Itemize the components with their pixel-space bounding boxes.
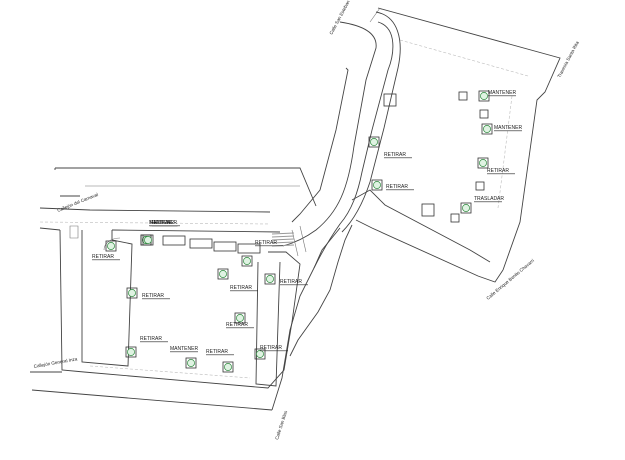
street-labels: Calle San Esteban Travesía Santa Rita Ca… xyxy=(33,0,580,440)
tree-action-label: RETIRAR xyxy=(386,184,408,190)
tree-action-label: RETIRAR xyxy=(206,349,228,355)
tree-action-label: RETIRAR xyxy=(140,336,162,342)
tree-pit xyxy=(481,123,493,135)
tree-marker-t4: RETIRAR xyxy=(371,179,414,191)
tree-icon xyxy=(256,350,264,358)
tree-action-label: RETIRAR xyxy=(260,345,282,351)
tree-action-label: MANTENER xyxy=(170,346,198,352)
tree-icon xyxy=(370,138,378,146)
tree-action-label: RETIRAR xyxy=(384,152,406,158)
tree-action-label: MANTENER xyxy=(494,125,522,131)
tree-pit xyxy=(217,268,229,280)
tree-action-label: TRASLADAR xyxy=(474,196,504,202)
tree-icon xyxy=(266,275,274,283)
tree-marker-t14: RETIRAR xyxy=(226,312,254,329)
label-callejon-general-inza: Callejón General Inza xyxy=(33,356,78,369)
main-road xyxy=(271,11,401,411)
tree-action-label: RETIRAR xyxy=(152,220,174,226)
tree-icon xyxy=(127,348,135,356)
tree-pit xyxy=(371,179,383,191)
tree-marker-t2: MANTENER xyxy=(481,123,522,135)
tree-marker-t17: RETIRAR xyxy=(206,349,234,373)
tree-pit xyxy=(125,346,137,358)
tree-marker-t15: RETIRAR xyxy=(125,336,168,358)
tree-action-label: RETIRAR xyxy=(255,240,277,246)
tree-action-label: MANTENER xyxy=(149,220,177,226)
tree-action-label: RETIRAR xyxy=(487,168,509,174)
tree-icon xyxy=(128,289,136,297)
tree-pit xyxy=(477,157,489,169)
tree-marker-t6: RETIRAR xyxy=(477,157,515,175)
upper-plaza xyxy=(351,7,561,283)
tree-marker-t16: MANTENER xyxy=(170,346,198,369)
tree-pit xyxy=(185,357,197,369)
tree-action-label: RETIRAR xyxy=(230,285,252,291)
bench-rectangles xyxy=(162,235,261,254)
tree-icon xyxy=(462,204,470,212)
tree-pit xyxy=(264,273,276,285)
tree-pit xyxy=(234,312,246,324)
label-calle-enrique-benito-chavarri: Calle Enrique Benito Chavarri xyxy=(485,258,535,301)
label-calle-san-blas: Calle San Blas xyxy=(274,409,288,440)
tree-icon xyxy=(107,242,115,250)
tree-icon xyxy=(236,314,244,322)
empty-pits xyxy=(383,91,489,223)
tree-marker-t1: MANTENER xyxy=(478,90,516,102)
tree-marker-t11: RETIRAR xyxy=(217,268,258,292)
tree-action-label: RETIRAR xyxy=(142,293,164,299)
tree-marker-t13: RETIRAR xyxy=(126,287,170,300)
tree-action-label: RETIRAR xyxy=(280,279,302,285)
tree-markers: MANTENERMANTENERRETIRARRETIRARTRASLADARR… xyxy=(92,90,522,373)
tree-pit xyxy=(126,287,138,299)
tree-pit xyxy=(222,361,234,373)
tree-icon xyxy=(479,159,487,167)
tree-pit xyxy=(368,136,380,148)
tree-marker-t5: TRASLADAR xyxy=(460,196,504,214)
lower-block xyxy=(30,225,301,411)
tree-icon xyxy=(219,270,227,278)
tree-action-label: RETIRAR xyxy=(226,322,248,328)
tree-marker-t18: RETIRAR xyxy=(254,345,288,360)
tree-icon xyxy=(144,236,152,244)
tree-icon xyxy=(187,359,195,367)
label-calle-san-esteban: Calle San Esteban xyxy=(328,0,350,35)
tree-pit xyxy=(241,255,253,267)
tree-icon xyxy=(224,363,232,371)
tree-pit xyxy=(460,202,472,214)
left-street xyxy=(39,167,317,225)
tree-marker-t19: RETIRAR xyxy=(142,220,178,246)
tree-marker-t9: RETIRAR xyxy=(92,240,120,261)
tree-pit xyxy=(254,348,266,360)
tree-action-label: RETIRAR xyxy=(92,254,114,260)
tree-marker-t10: RETIRAR xyxy=(241,240,283,267)
tree-icon xyxy=(483,125,491,133)
tree-pit xyxy=(105,240,117,252)
tree-marker-t12: RETIRAR xyxy=(264,273,308,286)
label-travesia-santa-rita: Travesía Santa Rita xyxy=(556,40,580,78)
tree-icon xyxy=(480,92,488,100)
tree-marker-t3: RETIRAR xyxy=(368,136,412,159)
tree-icon xyxy=(243,257,251,265)
tree-pit xyxy=(142,234,154,246)
tree-action-label: MANTENER xyxy=(488,90,516,96)
tree-icon xyxy=(373,181,381,189)
tree-action-label: RETIRAR xyxy=(150,220,172,226)
